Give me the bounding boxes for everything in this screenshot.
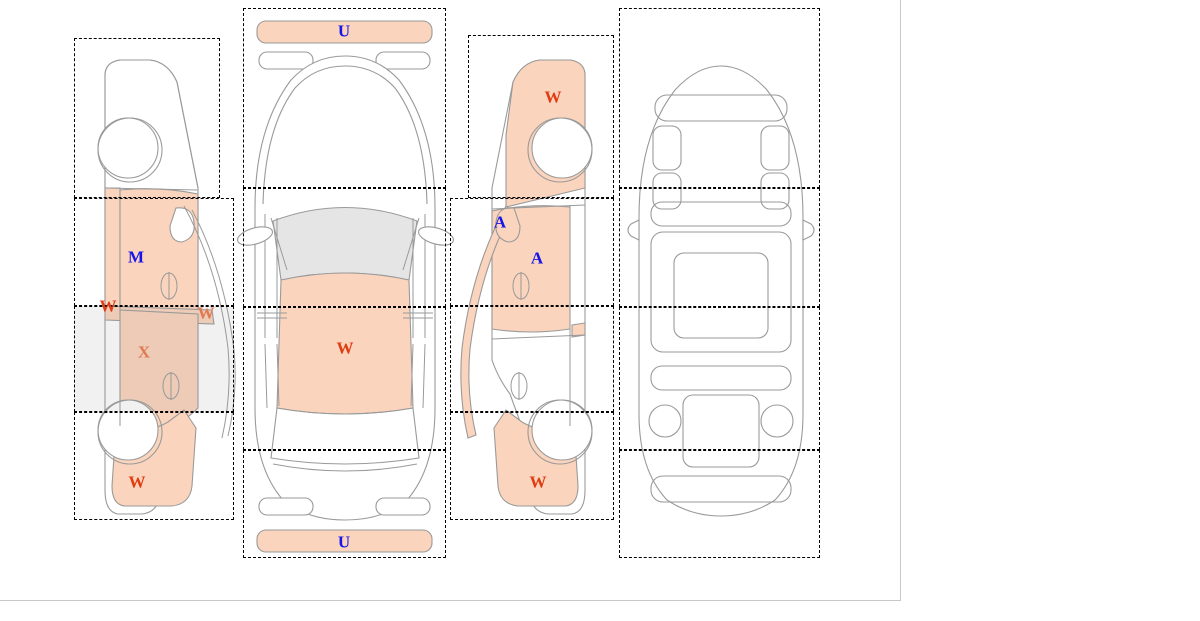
top-mirror-right: [418, 226, 454, 246]
marker-top-W-roof[interactable]: W: [336, 338, 354, 358]
marker-right-A-mirror[interactable]: A: [493, 212, 507, 232]
under-rail-left-mid: [652, 172, 682, 210]
marker-right-W-front[interactable]: W: [544, 87, 562, 107]
marker-left-W-rocker[interactable]: W: [197, 303, 215, 323]
top-a-pillar-left: [270, 217, 288, 271]
right-side-view[interactable]: [448, 35, 618, 525]
right-door-handle-rear: [510, 372, 528, 400]
top-front-light-right: [375, 51, 431, 70]
under-mount-left: [648, 404, 682, 438]
left-belt-line: [104, 187, 199, 191]
right-front-wheel-rim: [527, 117, 593, 183]
top-hood: [262, 65, 428, 205]
top-trunk-line: [272, 463, 418, 472]
underside-view[interactable]: [619, 8, 822, 560]
left-door-handle-rear: [162, 372, 180, 400]
under-rail-right-mid: [760, 172, 790, 210]
right-belt-line: [491, 204, 586, 210]
top-door-split-left: [257, 312, 287, 319]
under-spare-well: [682, 394, 760, 468]
marker-left-W-sill[interactable]: W: [99, 296, 117, 316]
right-damage-pillar: [460, 205, 513, 439]
top-window-right-rear: [410, 343, 426, 409]
diagram-stage: M W W X W U W U W A A W: [72, 8, 822, 560]
under-body-outline: [638, 65, 804, 517]
under-rear-valance: [650, 475, 792, 503]
marker-top-U-front[interactable]: U: [337, 21, 351, 41]
left-rear-wheel-rim: [97, 399, 163, 465]
under-front-crossmember: [654, 94, 788, 122]
under-mid-crossmember: [650, 201, 792, 227]
marker-top-U-rear[interactable]: U: [337, 532, 351, 552]
top-front-bumper: [256, 20, 433, 44]
top-windshield: [272, 207, 418, 281]
diagram-canvas[interactable]: M W W X W U W U W A A W: [0, 0, 901, 601]
marker-right-A-door[interactable]: A: [530, 248, 544, 268]
under-tunnel: [673, 252, 769, 339]
under-rear-crossmember: [650, 365, 792, 391]
under-rocker-right: [802, 219, 815, 241]
top-view[interactable]: [237, 8, 454, 560]
under-rocker-left: [627, 219, 640, 241]
top-mirror-left: [237, 226, 273, 246]
right-door-handle-front: [512, 272, 530, 300]
left-side-view[interactable]: [72, 38, 240, 522]
top-rear-bumper: [256, 529, 433, 553]
under-rail-right-front: [760, 125, 790, 171]
top-door-split-right: [403, 312, 433, 319]
right-mirror: [495, 207, 521, 243]
left-a-pillar: [183, 205, 230, 439]
under-rail-left-front: [652, 125, 682, 171]
marker-right-W-rear[interactable]: W: [529, 472, 547, 492]
top-front-light-left: [258, 51, 314, 70]
marker-left-M[interactable]: M: [127, 247, 145, 267]
under-mount-right: [760, 404, 794, 438]
right-rear-wheel-rim: [527, 399, 593, 465]
top-rear-light-left: [258, 497, 314, 516]
marker-left-X[interactable]: X: [137, 342, 151, 362]
top-rear-light-right: [375, 497, 431, 516]
left-hood-curve: [104, 59, 199, 189]
left-mirror: [169, 207, 195, 243]
top-window-left-rear: [264, 343, 280, 409]
top-rear-deck: [270, 407, 420, 465]
left-damage-front-pillar: [104, 187, 121, 309]
marker-left-W-rear[interactable]: W: [128, 472, 146, 492]
top-a-pillar-right: [402, 217, 420, 271]
right-rocker-line: [491, 334, 586, 340]
right-damage-rocker: [571, 322, 586, 338]
under-floor-pan: [650, 231, 792, 353]
left-door-handle-front: [160, 272, 178, 300]
left-front-wheel-rim: [97, 117, 163, 183]
